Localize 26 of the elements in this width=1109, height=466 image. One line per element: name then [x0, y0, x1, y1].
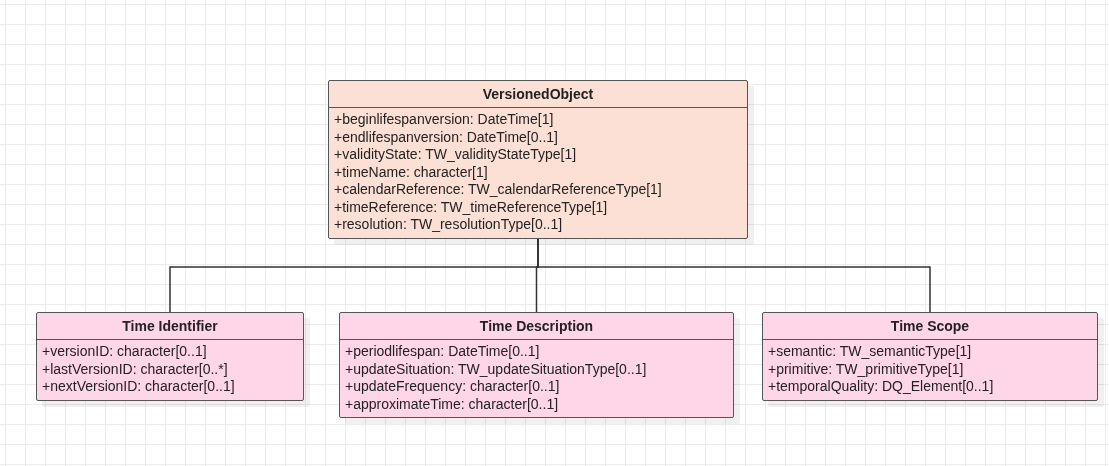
attribute-text: +temporalQuality: DQ_Element[0..1] [768, 378, 995, 396]
class-box [762, 312, 1098, 401]
attribute-text: +primitive: TW_primitiveType[1] [768, 360, 965, 378]
attribute-text: +timeReference: TW_timeReferenceType[1] [334, 198, 609, 216]
attribute-text: +versionID: character[0..1] [42, 343, 208, 361]
attribute-text: +periodlifespan: DateTime[0..1] [345, 343, 541, 361]
attribute-text: +timeName: character[1] [334, 163, 489, 181]
attribute-text: +nextVersionID: character[0..1] [42, 378, 236, 396]
class-box [339, 312, 734, 418]
attribute-text: +updateFrequency: character[0..1] [345, 378, 561, 396]
attribute-text: +endlifespanversion: DateTime[0..1] [334, 128, 559, 146]
class-name: Time Identifier [37, 313, 303, 340]
attribute-text: +updateSituation: TW_updateSituationType[0..1] [345, 360, 648, 378]
class-box [36, 312, 304, 401]
attribute-text: +lastVersionID: character[0..*] [42, 360, 229, 378]
class-name: VersionedObject [329, 81, 747, 108]
attribute-text: +approximateTime: character[0..1] [345, 395, 560, 413]
attribute-text: +beginlifespanversion: DateTime[1] [334, 111, 555, 129]
attribute-text: +resolution: TW_resolutionType[0..1] [334, 216, 564, 234]
class-box [328, 80, 748, 239]
class-name: Time Scope [763, 313, 1097, 340]
attribute-text: +calendarReference: TW_calendarReferenceType[1] [334, 181, 663, 199]
attribute-text: +validityState: TW_validityStateType[1] [334, 146, 578, 164]
attribute-text: +semantic: TW_semanticType[1] [768, 343, 973, 361]
connector-line [537, 238, 931, 313]
class-name: Time Description [340, 313, 733, 340]
